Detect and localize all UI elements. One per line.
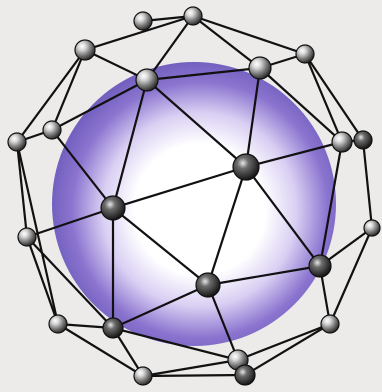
cage-edge (52, 50, 85, 130)
cage-node (309, 255, 331, 277)
cage-edge (27, 237, 58, 324)
cage-node (8, 133, 26, 151)
cage-node (49, 315, 67, 333)
cage-node (364, 220, 380, 236)
cage-edge (245, 324, 330, 375)
cage-node (354, 131, 372, 149)
cage-node (332, 132, 352, 152)
cage-node (134, 367, 152, 385)
cage-node (136, 69, 158, 91)
cage-node (75, 40, 95, 60)
cage-edge (363, 140, 372, 228)
cage-node (134, 12, 152, 30)
cage-node (103, 318, 123, 338)
inner-sphere (52, 62, 336, 346)
cage-node (184, 7, 202, 25)
cage-node (321, 315, 339, 333)
cage-edge (193, 16, 305, 54)
cage-node (18, 228, 36, 246)
cage-node (296, 45, 314, 63)
cage-node (249, 57, 271, 79)
cage-node (233, 154, 259, 180)
cage-node (235, 365, 255, 385)
cage-edge (143, 375, 245, 376)
cage-edge (305, 54, 363, 140)
cage-edge (143, 360, 238, 376)
cage-node (101, 196, 125, 220)
cage-node (43, 121, 61, 139)
cage-node (196, 273, 220, 297)
cage-edge (17, 142, 27, 237)
cage-edge (193, 16, 260, 68)
